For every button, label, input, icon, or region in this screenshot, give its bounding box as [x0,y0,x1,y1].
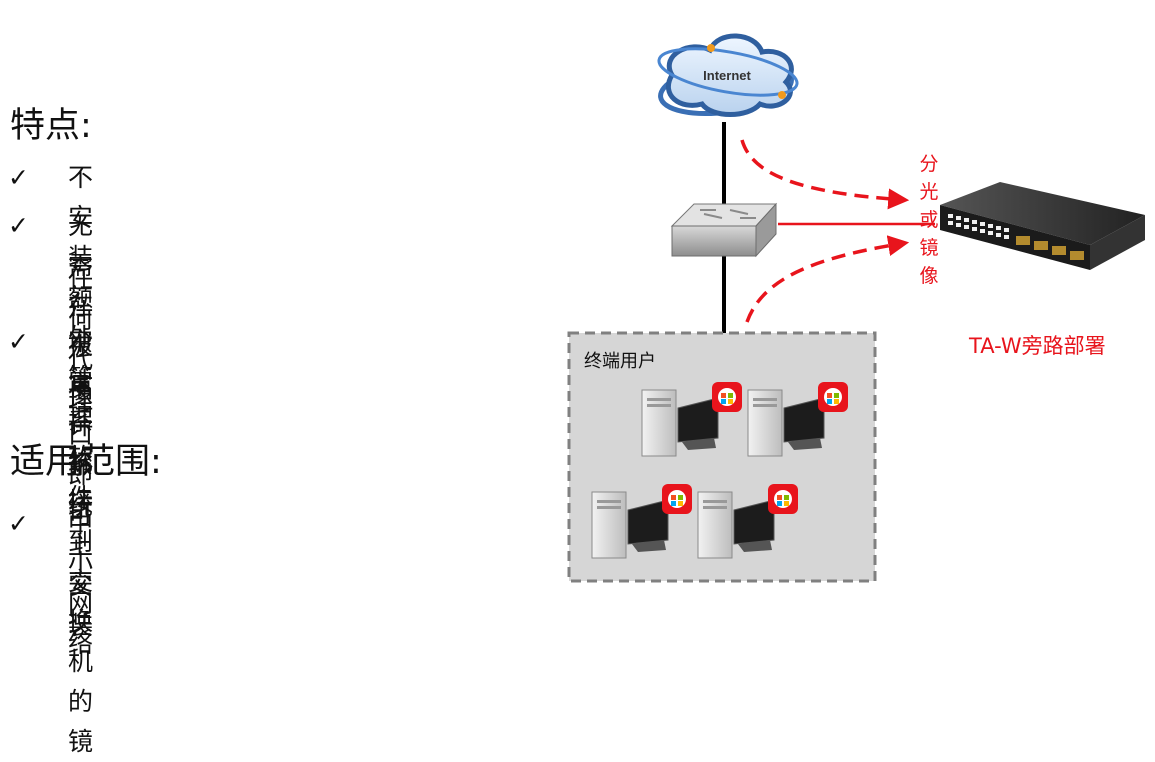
features-heading: 特点: [10,106,92,146]
computer-icon [591,484,692,559]
internet-cloud-icon: Internet [657,33,799,117]
scope-heading: 适用范围: [10,442,162,482]
mirror-label-char: 分 [919,153,939,175]
mirror-label-char: 或 [919,209,939,231]
network-diagram: Internet [567,33,1145,583]
feature-text: 像口即可 [68,380,94,529]
check-icon: ✓ [8,163,29,192]
mirror-label: 分 光 或 镜 像 [917,150,941,290]
users-label: 终端用户 [584,351,656,372]
dashed-arrow-bottom [745,235,910,323]
audit-device-icon [940,182,1145,270]
internet-label: Internet [703,68,751,83]
device-label: TA-W旁路部署 [969,334,1106,358]
check-icon: ✓ [8,211,29,240]
computer-icon [697,484,798,559]
computer-icon [747,382,848,457]
dashed-arrow-top [740,139,910,210]
mirror-label-char: 像 [919,265,939,287]
switch-icon [670,202,778,258]
feature-item-2: ✓ 无需在被审计系统上安装 [8,206,93,640]
check-icon: ✓ [8,509,29,538]
computer-icon [641,382,742,457]
feature-text: 不安装额外管理软件 [68,163,94,512]
feature-text: 任何代理 [68,265,94,414]
mirror-label-char: 镜 [919,237,939,259]
feature-item-1: ✓ 不安装额外管理软件 [8,158,93,512]
mirror-label-char: 光 [919,181,939,203]
feature-text: 无需在被审计系统上安装 [68,211,94,640]
check-icon: ✓ [8,327,29,356]
